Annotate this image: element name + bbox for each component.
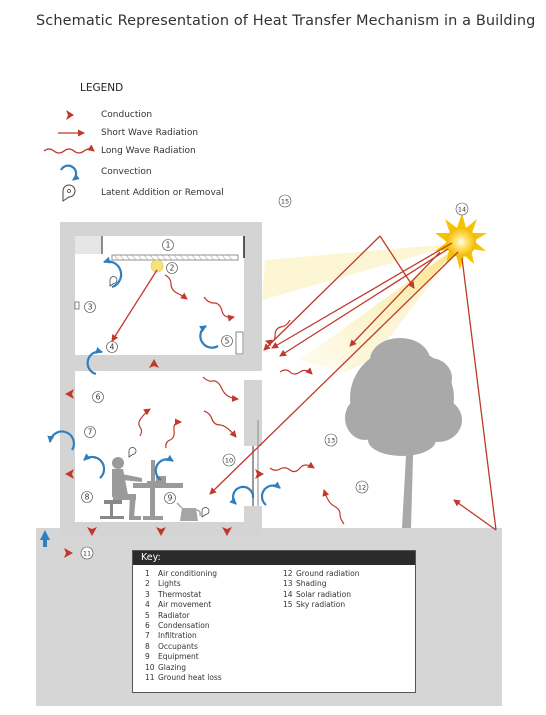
svg-text:5: 5 [225, 337, 230, 346]
svg-text:3: 3 [88, 303, 93, 312]
svg-text:13: 13 [327, 437, 335, 445]
page-title: Schematic Representation of Heat Transfe… [36, 13, 536, 29]
legend-label-short-wave: Short Wave Radiation [101, 128, 199, 138]
svg-text:7: 7 [88, 428, 93, 437]
equipment-kettle-icon [176, 502, 201, 521]
air-conditioning-unit [111, 254, 239, 261]
thermostat-icon [74, 301, 80, 310]
svg-text:15: 15 [281, 198, 289, 206]
svg-text:6: 6 [96, 393, 101, 402]
legend-label-long-wave: Long Wave Radiation [101, 146, 196, 156]
legend-label-convection: Convection [101, 167, 152, 177]
callout-7: 7 [84, 426, 96, 438]
svg-text:11: 11 [83, 550, 91, 558]
callout-15: 15 [278, 194, 292, 208]
latent-swirl-icons [109, 276, 210, 518]
callout-14: 14 [455, 202, 469, 216]
key-title: Key: [133, 551, 415, 565]
svg-text:1: 1 [166, 241, 171, 250]
svg-text:9: 9 [168, 494, 173, 503]
legend-icons [43, 110, 95, 202]
svg-text:8: 8 [85, 493, 90, 502]
callout-1: 1 [162, 239, 174, 251]
svg-text:4: 4 [110, 343, 115, 352]
conduction-arrow-icon [66, 110, 74, 120]
callout-6: 6 [92, 391, 104, 403]
callout-markers: 1 2 3 4 5 6 7 8 9 10 11 12 13 14 15 [80, 194, 469, 560]
building [60, 222, 262, 537]
tree-shading [345, 338, 462, 528]
sun-beams [262, 243, 462, 372]
callout-13: 13 [324, 433, 338, 447]
convection-arrows [47, 256, 281, 506]
conduction-arrows [64, 359, 264, 558]
long-wave-arrows [138, 274, 345, 525]
legend-label-conduction: Conduction [101, 110, 153, 120]
svg-text:2: 2 [170, 264, 175, 273]
svg-text:12: 12 [358, 484, 366, 492]
callout-8: 8 [81, 491, 93, 503]
legend-title: LEGEND [80, 82, 124, 94]
ground-heat-up-arrow [40, 530, 50, 547]
radiator-icon [235, 331, 244, 355]
convection-arrow-icon [60, 164, 80, 181]
callout-9: 9 [164, 492, 176, 504]
sun-icon [435, 213, 487, 270]
callout-11: 11 [80, 546, 94, 560]
short-wave-arrows [111, 235, 497, 531]
svg-text:10: 10 [225, 457, 233, 465]
callout-12: 12 [355, 480, 369, 494]
svg-text:14: 14 [458, 206, 466, 214]
callout-3: 3 [84, 301, 96, 313]
callout-4: 4 [106, 341, 118, 353]
occupant-figure [100, 457, 142, 520]
callout-10: 10 [222, 453, 236, 467]
legend-label-latent: Latent Addition or Removal [101, 188, 224, 198]
latent-swirl-icon [62, 184, 76, 202]
long-wave-arrow-icon [43, 144, 95, 154]
callout-2: 2 [166, 262, 178, 274]
light-icon [150, 259, 164, 273]
callout-5: 5 [221, 335, 233, 347]
